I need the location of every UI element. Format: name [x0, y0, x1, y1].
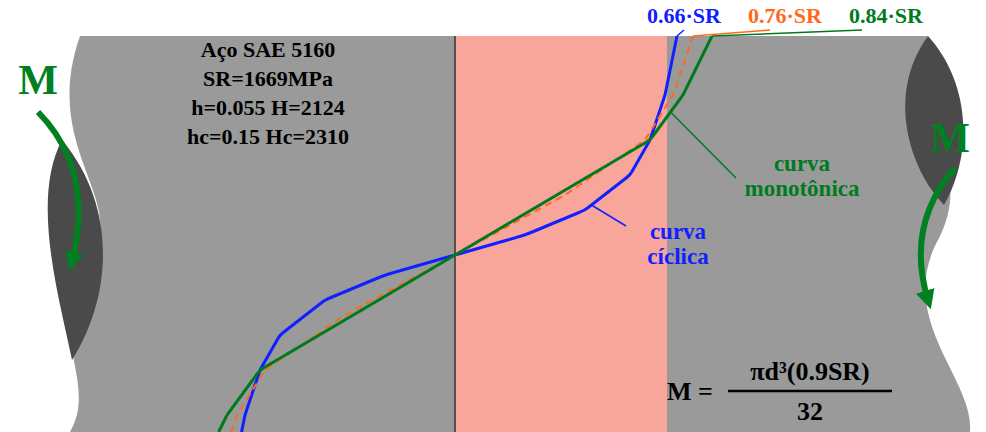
leader-line	[677, 30, 684, 36]
curve-label: curva cíclica	[633, 219, 723, 270]
shaft-body	[69, 36, 970, 432]
fraction-bar	[728, 390, 892, 393]
material-label: Aço SAE 5160	[201, 38, 335, 62]
moment-arrow-left	[38, 112, 79, 262]
moment-symbol: M	[930, 115, 970, 161]
curve-label: curva monotônica	[737, 151, 867, 202]
material-property: SR=1669MPa	[203, 67, 333, 91]
leader-line	[671, 112, 736, 178]
formula-term: M =	[667, 378, 713, 407]
leader-line	[591, 205, 626, 226]
formula-numerator: πd³(0.9SR)	[750, 358, 870, 387]
moment-arrow-right	[921, 168, 955, 300]
moment-symbol: M	[18, 57, 58, 103]
leader-line	[712, 30, 862, 36]
material-property: h=0.055 H=2124	[191, 96, 344, 120]
formula-denominator: 32	[797, 398, 823, 427]
value-label: 0.66·SR	[647, 4, 721, 28]
value-label: 0.76·SR	[748, 4, 822, 28]
material-property: hc=0.15 Hc=2310	[187, 125, 349, 149]
neutral-section-line	[454, 36, 456, 432]
value-label: 0.84·SR	[849, 4, 923, 28]
stress-region	[455, 36, 667, 432]
